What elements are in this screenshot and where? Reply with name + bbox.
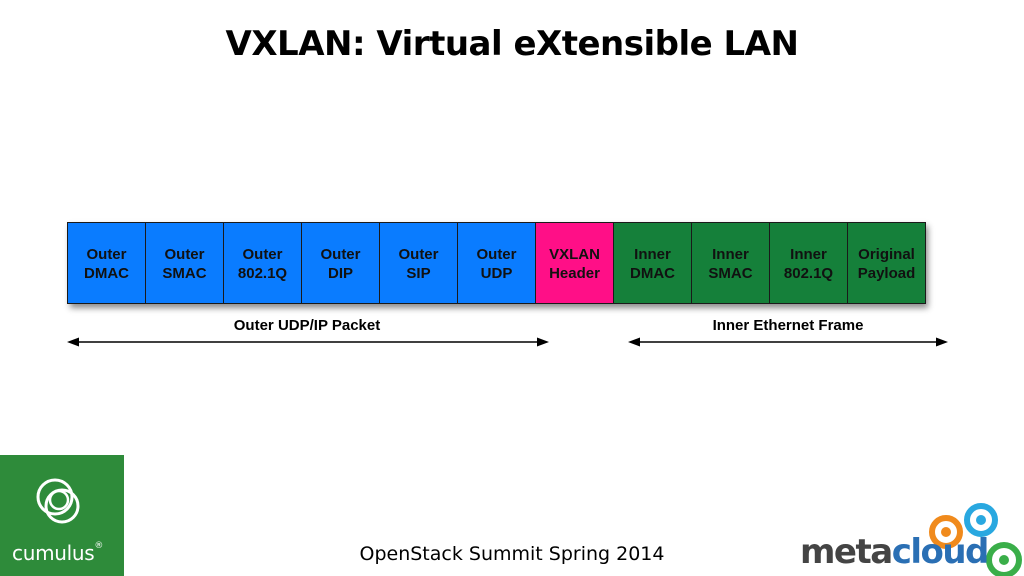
packet-field-line2: 802.1Q (237, 265, 288, 282)
packet-field-line2: Payload (857, 265, 916, 282)
packet-field-line1: Original (858, 246, 915, 263)
inner-span-arrow (628, 337, 948, 347)
cumulus-logo: cumulus® (0, 455, 124, 576)
packet-field-line1: Outer (320, 246, 361, 263)
slide-footer: OpenStack Summit Spring 2014 (359, 543, 665, 565)
packet-field-line1: Outer (164, 246, 205, 263)
metacloud-wordmark: metacloud (800, 532, 989, 572)
outer-span-arrow (67, 337, 549, 347)
outer-packet-label: Outer UDP/IP Packet (233, 317, 381, 334)
packet-field-6: VXLAN Header (535, 222, 614, 304)
packet-field-line1: Inner (790, 246, 827, 263)
metacloud-logo: metacloud (798, 500, 1024, 576)
cumulus-wordmark: cumulus® (12, 541, 104, 565)
packet-field-line1: Outer (398, 246, 439, 263)
packet-field-line1: VXLAN (549, 246, 600, 263)
packet-field-2: Outer 802.1Q (223, 222, 302, 304)
packet-field-line2: SIP (406, 265, 431, 282)
inner-frame-label: Inner Ethernet Frame (712, 317, 864, 334)
packet-field-line2: SMAC (162, 265, 207, 282)
metacloud-swirl-icon (929, 503, 1022, 576)
packet-field-line1: Outer (476, 246, 517, 263)
packet-field-line1: Outer (86, 246, 127, 263)
packet-field-line2: DMAC (84, 265, 129, 282)
packet-field-line2: 802.1Q (783, 265, 834, 282)
slide-title: VXLAN: Virtual eXtensible LAN (225, 24, 799, 64)
packet-field-line2: Header (549, 265, 600, 282)
packet-field-line1: Outer (242, 246, 283, 263)
packet-field-line2: SMAC (708, 265, 753, 282)
cumulus-rings-icon (36, 478, 80, 524)
packet-field-line1: Inner (712, 246, 749, 263)
packet-field-line1: Inner (634, 246, 671, 263)
packet-field-9: Inner 802.1Q (769, 222, 848, 304)
packet-field-line2: DMAC (630, 265, 675, 282)
packet-field-line2: DIP (327, 265, 353, 282)
packet-field-line2: UDP (480, 265, 513, 282)
